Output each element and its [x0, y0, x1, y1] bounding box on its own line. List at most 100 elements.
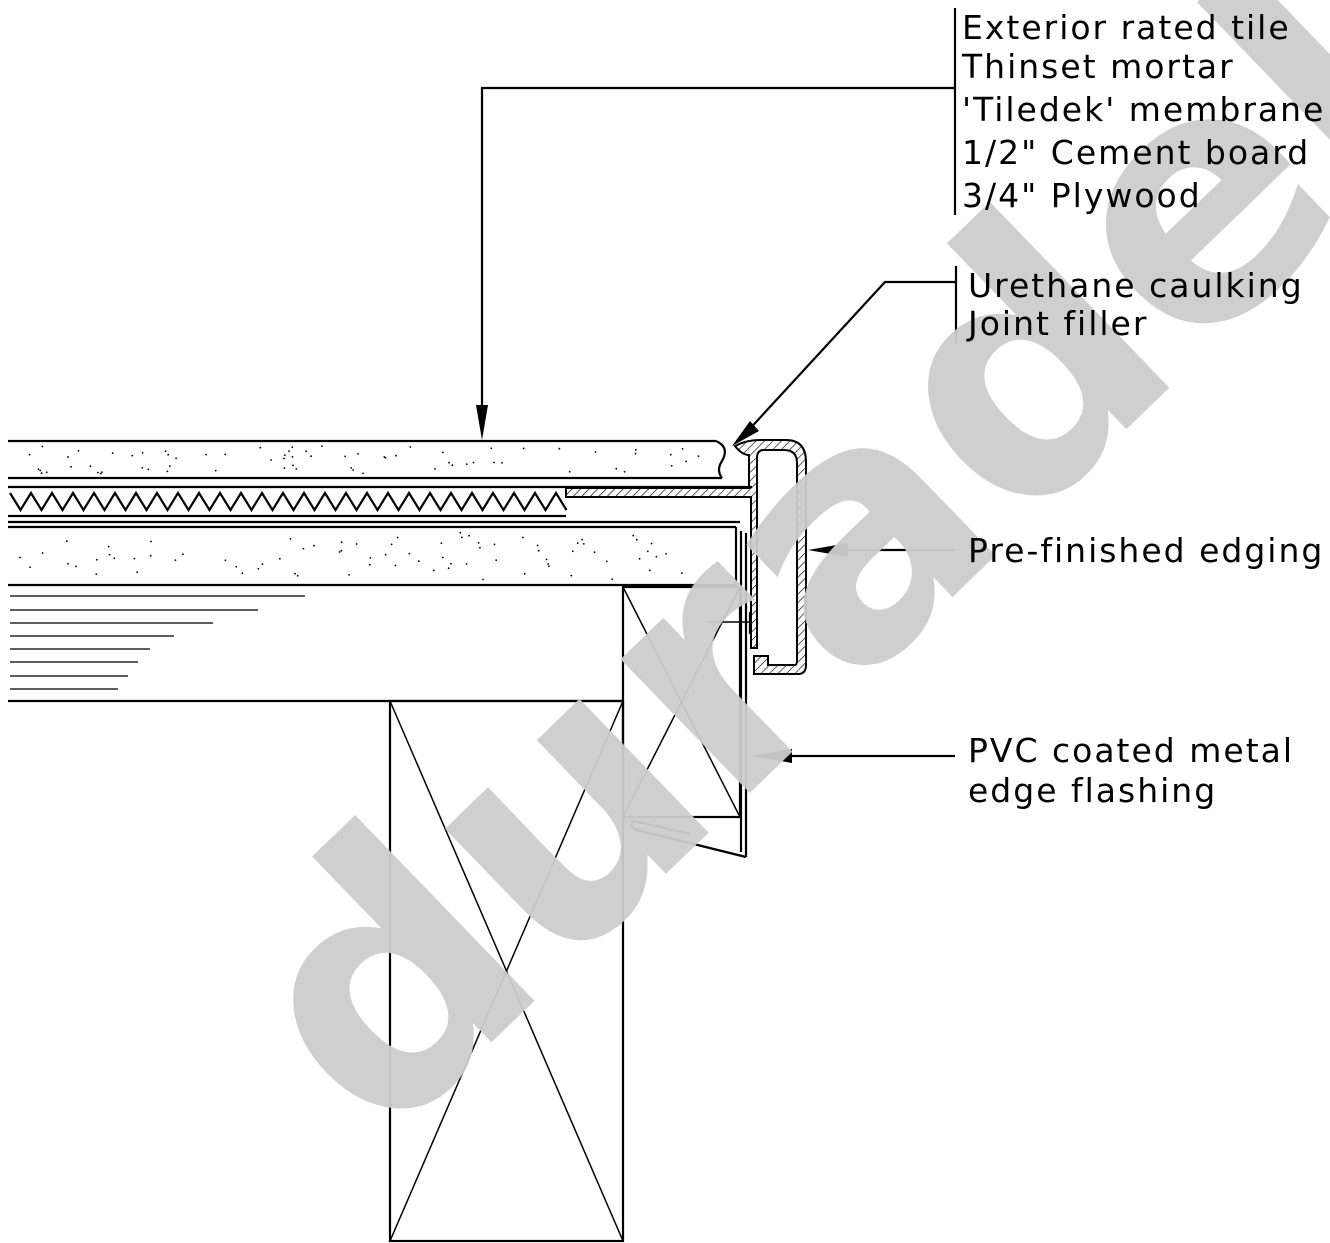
leader-lines	[476, 8, 958, 763]
speckle-dot	[665, 553, 667, 555]
speckle-dot	[321, 445, 323, 447]
speckle-dot	[168, 465, 171, 467]
speckle-dot	[175, 457, 178, 460]
speckle-dot	[89, 465, 92, 468]
speckle-dot	[465, 463, 468, 465]
speckle-dot	[235, 565, 238, 568]
speckle-dot	[615, 467, 618, 470]
speckle-dot	[493, 461, 496, 464]
speckle-dot	[545, 558, 548, 561]
speckle-dot	[395, 454, 397, 457]
plywood-grain	[10, 595, 305, 690]
speckle-dot	[460, 536, 463, 539]
speckle-dot	[681, 572, 683, 574]
speckle-dot	[75, 565, 77, 568]
speckle-dot	[582, 543, 585, 545]
speckle-dot	[259, 446, 262, 449]
speckle-dot	[442, 451, 444, 454]
speckle-dot	[97, 471, 99, 474]
speckle-dot	[394, 564, 397, 567]
speckle-dot	[113, 557, 116, 560]
speckle-dot	[593, 551, 596, 554]
speckle-dot	[141, 452, 144, 454]
speckle-dot	[67, 456, 69, 458]
speckle-dot	[166, 470, 169, 473]
speckle-dot	[241, 572, 244, 575]
speckle-dot	[296, 574, 299, 577]
speckle-dot	[670, 464, 673, 467]
speckle-dot	[568, 470, 571, 473]
speckle-dot	[310, 455, 312, 458]
speckle-dot	[283, 467, 286, 469]
speckle-dot	[472, 461, 475, 464]
speckle-dot	[432, 569, 435, 572]
speckle-dot	[111, 452, 114, 454]
label-exterior-tile: Exterior rated tile	[962, 8, 1291, 47]
speckle-dot	[611, 578, 614, 580]
speckle-dot	[495, 559, 498, 562]
speckle-dot	[482, 578, 484, 581]
speckle-dot	[681, 448, 684, 450]
speckle-dot	[292, 464, 294, 467]
speckle-dot	[547, 563, 549, 565]
label-thinset: Thinset mortar	[961, 47, 1235, 86]
speckle-dot	[257, 567, 260, 570]
speckle-dot	[350, 467, 353, 469]
speckle-dot	[164, 450, 167, 453]
speckle-dot	[355, 543, 358, 545]
speckle-dot	[291, 456, 294, 458]
speckle-dot	[77, 450, 80, 452]
speckle-dot	[465, 563, 468, 565]
speckle-dot	[581, 538, 583, 541]
speckle-dot	[523, 572, 526, 575]
speckle-dot	[632, 534, 635, 537]
label-plywood: 3/4" Plywood	[962, 176, 1202, 215]
speckle-dot	[182, 553, 184, 556]
callout-joint: Urethane caulking Joint filler	[966, 266, 1302, 343]
speckle-dot	[214, 469, 217, 472]
speckle-dot	[340, 549, 343, 552]
speckle-dot	[338, 551, 341, 553]
speckle-dot	[352, 469, 354, 471]
speckle-dot	[29, 566, 31, 569]
speckle-dot	[65, 540, 68, 543]
tile-speckle	[28, 445, 700, 475]
speckle-dot	[28, 453, 31, 456]
speckle-dot	[536, 544, 539, 547]
speckle-dot	[294, 572, 296, 575]
speckle-dot	[313, 544, 315, 547]
speckle-dot	[441, 556, 444, 559]
speckle-dot	[150, 540, 152, 543]
speckle-dot	[295, 468, 298, 470]
speckle-dot	[396, 536, 399, 539]
label-joint-filler: Joint filler	[966, 304, 1148, 343]
speckle-dot	[369, 557, 372, 559]
speckle-dot	[167, 453, 170, 456]
speckle-dot	[685, 460, 687, 463]
label-tiledek-membrane: 'Tiledek' membrane	[962, 90, 1325, 129]
speckle-dot	[344, 455, 346, 458]
speckle-dot	[669, 453, 672, 456]
speckle-dot	[95, 558, 98, 561]
speckle-dot	[459, 531, 462, 534]
speckle-dot	[623, 470, 626, 473]
speckle-dot	[368, 563, 371, 566]
speckle-dot	[136, 571, 139, 574]
speckle-dot	[450, 562, 452, 565]
speckle-dot	[288, 450, 290, 452]
speckle-dot	[205, 453, 208, 456]
pre-finished-edging	[565, 439, 807, 675]
speckle-dot	[522, 447, 525, 450]
callout-flashing: PVC coated metal edge flashing	[968, 731, 1292, 810]
speckle-dot	[479, 546, 481, 549]
speckle-dot	[490, 447, 493, 450]
speckle-dot	[289, 537, 292, 540]
speckle-dot	[635, 449, 637, 451]
speckle-dot	[570, 574, 573, 577]
speckle-dot	[384, 553, 387, 556]
speckle-dot	[224, 559, 227, 562]
speckle-dot	[107, 545, 110, 548]
callout-edging: Pre-finished edging	[968, 531, 1322, 570]
speckle-dot	[646, 550, 649, 553]
